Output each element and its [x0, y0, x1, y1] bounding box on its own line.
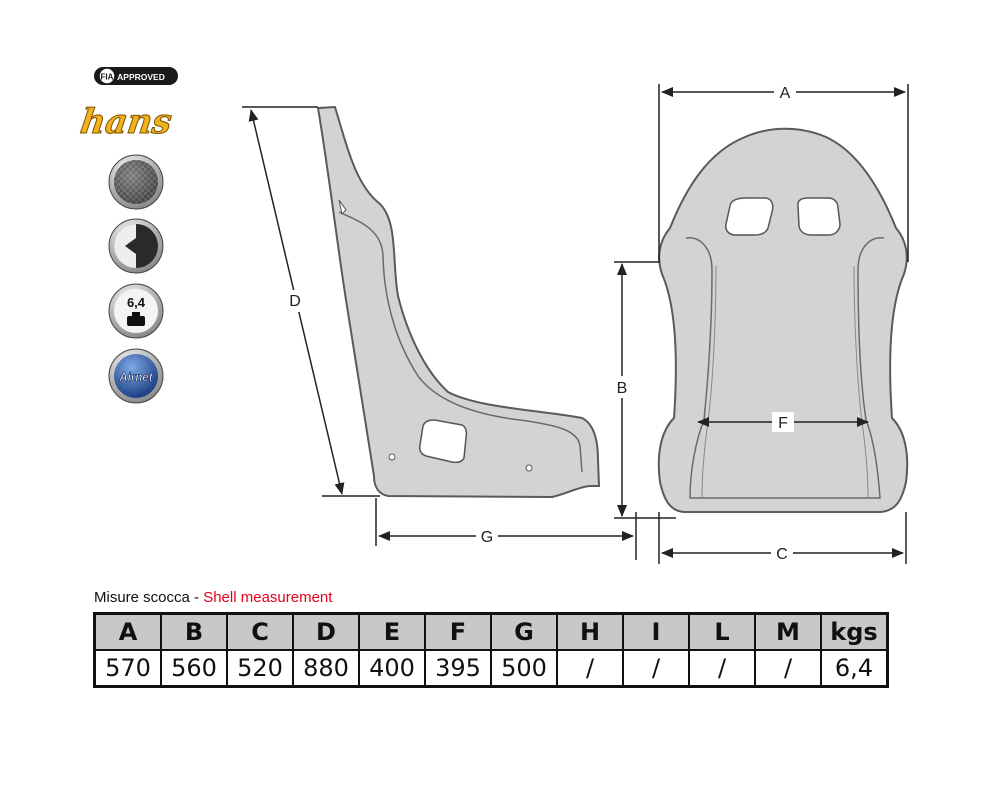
- dimension-f-label: F: [778, 415, 788, 432]
- shell-measurement-table: A B C D E F G H I L M kgs 570 560 520 88…: [93, 612, 889, 688]
- dimension-c-label: C: [776, 546, 788, 563]
- header-cell: G: [490, 612, 558, 651]
- value-cell: 570: [93, 649, 162, 688]
- value-cell: 6,4: [820, 649, 889, 688]
- feature-icons: FIA APPROVED hans 6,4 Airnet: [78, 67, 178, 404]
- header-cell: A: [93, 612, 162, 651]
- svg-text:6,4: 6,4: [127, 295, 146, 310]
- table-row: 570 560 520 880 400 395 500 / / / / 6,4: [93, 649, 889, 688]
- dimension-a-label: A: [780, 85, 791, 102]
- value-cell: /: [754, 649, 822, 688]
- front-harness-slot-left: [725, 197, 774, 236]
- seat-front-view: [657, 127, 909, 513]
- header-cell: H: [556, 612, 624, 651]
- svg-text:FIA: FIA: [101, 73, 114, 82]
- shell-type-icon: [108, 218, 164, 274]
- weight-icon: 6,4: [108, 283, 164, 339]
- front-center-seam-right: [853, 265, 869, 499]
- front-center-seam-left: [701, 265, 717, 499]
- fia-approved-badge: FIA APPROVED: [94, 67, 178, 85]
- side-mount-hole-front: [388, 453, 396, 461]
- value-cell: 880: [292, 649, 360, 688]
- table-caption: Misure scocca - Shell measurement: [94, 589, 332, 606]
- side-shell-outer: [316, 105, 601, 499]
- seat-side-view: [316, 105, 601, 499]
- header-cell: F: [424, 612, 492, 651]
- front-harness-slot-right: [797, 197, 841, 236]
- value-cell: /: [688, 649, 756, 688]
- value-cell: /: [556, 649, 624, 688]
- airnet-icon: Airnet: [108, 348, 164, 404]
- value-cell: /: [622, 649, 690, 688]
- hans-logo: hans: [78, 102, 175, 143]
- value-cell: 560: [160, 649, 228, 688]
- dimension-d-label: D: [289, 293, 301, 310]
- header-cell: kgs: [820, 612, 889, 651]
- dimension-b-label: B: [617, 380, 628, 397]
- caption-italian: Misure scocca -: [94, 589, 204, 606]
- header-cell: M: [754, 612, 822, 651]
- side-belt-slot-lower: [419, 419, 468, 464]
- carbon-fiber-icon: [108, 154, 164, 210]
- value-cell: 520: [226, 649, 294, 688]
- svg-text:APPROVED: APPROVED: [117, 72, 165, 82]
- header-cell: E: [358, 612, 426, 651]
- value-cell: 395: [424, 649, 492, 688]
- front-shell-inner: [685, 237, 885, 499]
- table-header-row: A B C D E F G H I L M kgs: [93, 612, 889, 651]
- header-cell: L: [688, 612, 756, 651]
- dimension-g-label: G: [481, 529, 493, 546]
- side-mount-hole-rear: [525, 464, 533, 472]
- header-cell: B: [160, 612, 228, 651]
- front-shell-outer: [657, 127, 909, 513]
- value-cell: 500: [490, 649, 558, 688]
- header-cell: C: [226, 612, 294, 651]
- side-shell-inner: [338, 211, 583, 473]
- header-cell: D: [292, 612, 360, 651]
- svg-text:Airnet: Airnet: [118, 372, 153, 384]
- value-cell: 400: [358, 649, 426, 688]
- caption-english: Shell measurement: [203, 589, 333, 606]
- seat-diagram: A B C D F G: [242, 82, 909, 564]
- header-cell: I: [622, 612, 690, 651]
- svg-text:hans: hans: [78, 102, 174, 142]
